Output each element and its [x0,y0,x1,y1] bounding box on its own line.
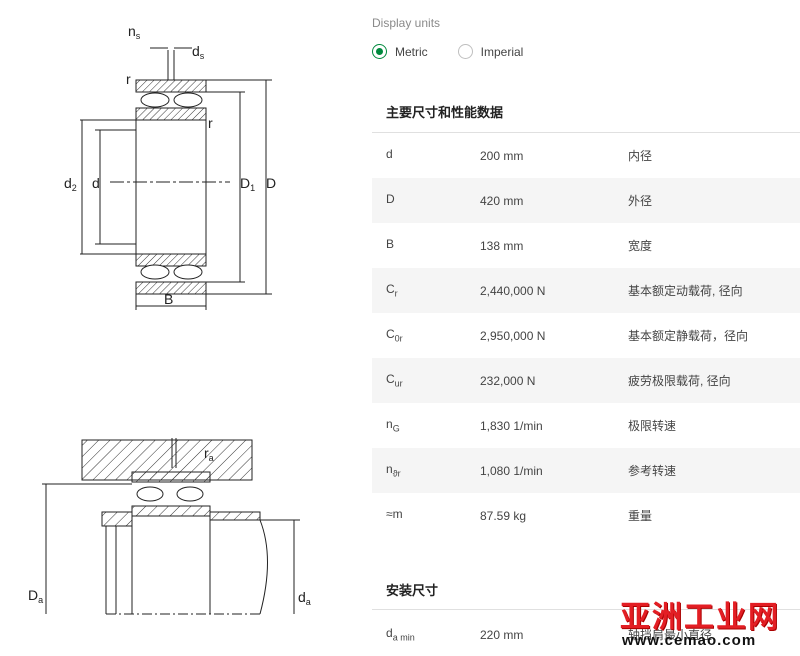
parameter-description: 基本额定静载荷，径向 [628,329,749,343]
parameter-value: 87.59 kg [480,508,527,523]
table-row: da min 220 mm 轴挡肩最小直径 [372,612,800,656]
B-label: B [164,291,173,307]
parameter-value: 200 mm [480,148,524,163]
D1-label: D1 [240,175,255,193]
parameter-symbol: da min [386,626,415,643]
Da-label: Da [28,587,43,605]
watermark-logo: 亚洲工业网 www.cemao.com [610,588,800,656]
mounting-dimensions-table: da min 220 mm 轴挡肩最小直径 [372,612,800,656]
radio-checked-icon [372,44,387,59]
parameter-value: 138 mm [480,238,524,253]
table-row: ≈m 87.59 kg 重量 [372,493,800,538]
parameter-symbol: d [386,147,393,162]
parameter-symbol: D [386,192,395,207]
table-row: nϑr 1,080 1/min 参考转速 [372,448,800,493]
parameter-value: 1,830 1/min [480,418,543,433]
table-row: Cr 2,440,000 N 基本额定动载荷, 径向 [372,268,800,313]
ds-label: ds [192,43,205,61]
units-radio-group: Metric Imperial [372,44,523,59]
display-units-label: Display units [372,16,441,30]
ns-label: ns [128,23,141,41]
table-row: Cur 232,000 N 疲劳极限载荷, 径向 [372,358,800,403]
d2-label: d2 [64,175,77,193]
r-label-right: r [208,115,213,131]
section-divider [372,132,800,133]
parameter-symbol: B [386,237,395,252]
parameter-symbol: ≈m [386,507,403,522]
parameter-symbol: C0r [386,327,403,344]
parameter-description: 轴挡肩最小直径 [628,628,713,642]
parameter-symbol: nG [386,417,400,434]
parameter-value: 220 mm [480,627,524,642]
table-row: nG 1,830 1/min 极限转速 [372,403,800,448]
table-row: D 420 mm 外径 [372,178,800,223]
ra-label: ra [204,445,214,463]
table-row: d 200 mm 内径 [372,133,800,178]
parameter-description: 外径 [628,194,653,208]
parameter-value: 2,440,000 N [480,283,546,298]
table-row: C0r 2,950,000 N 基本额定静载荷，径向 [372,313,800,358]
parameter-symbol: nϑr [386,462,401,479]
parameter-description: 疲劳极限载荷, 径向 [628,374,731,388]
r-label-top: r [126,71,131,87]
section-divider [372,609,800,610]
table-row: B 138 mm 宽度 [372,223,800,268]
parameter-description: 基本额定动载荷, 径向 [628,284,743,298]
da-label: da [298,589,311,607]
mounting-dimensions-title: 安装尺寸 [386,583,439,598]
metric-radio[interactable]: Metric [372,44,428,59]
D-label: D [266,175,276,191]
parameter-value: 420 mm [480,193,524,208]
parameter-symbol: Cur [386,372,403,389]
main-dimensions-table: d 200 mm 内径 D 420 mm 外径 B 138 mm 宽度 Cr 2,440,000 N… [372,133,800,538]
parameter-value: 232,000 N [480,373,536,388]
bearing-section-drawing: ns ds r r d2 d D1 D B [64,23,276,310]
display-units: Display units Metric Imperial [372,16,523,59]
watermark-url-text: www.cemao.com [622,632,757,649]
parameter-value: 1,080 1/min [480,463,543,478]
metric-radio-label: Metric [395,44,428,59]
parameter-description: 宽度 [628,239,653,253]
parameter-description: 极限转速 [628,419,677,433]
imperial-radio-label: Imperial [480,44,524,59]
d-label: d [92,175,100,191]
parameter-description: 内径 [628,149,653,163]
parameter-description: 参考转速 [628,464,677,478]
parameter-description: 重量 [628,509,653,523]
mounting-drawing: ra Da da [28,438,311,615]
watermark-main-text: 亚洲工业网 [620,600,780,635]
parameter-symbol: Cr [386,282,398,299]
main-dimensions-title: 主要尺寸和性能数据 [386,105,504,120]
parameter-value: 2,950,000 N [480,328,546,343]
imperial-radio[interactable]: Imperial [457,44,524,59]
radio-unchecked-icon [457,44,473,59]
